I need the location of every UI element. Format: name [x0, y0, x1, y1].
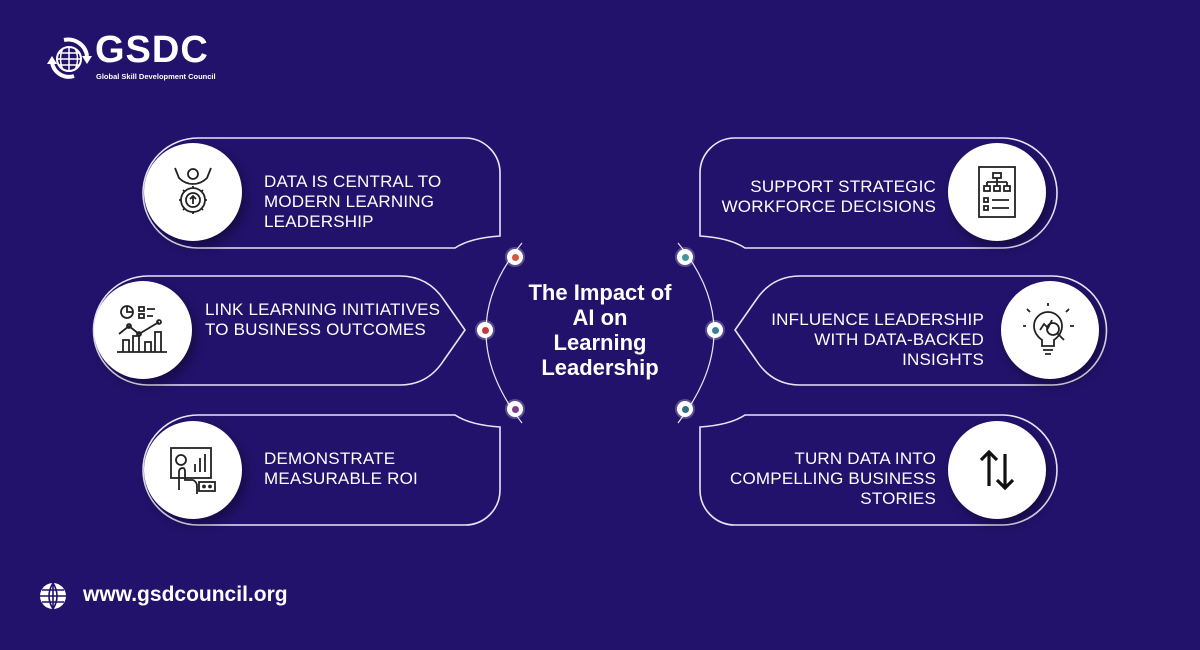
connector-dot-right-1 [677, 249, 693, 265]
left-item-2-label: Link learning initiatives to business ou… [205, 300, 441, 339]
left-item-3-label: Demonstrate measurable ROI [264, 449, 418, 488]
card-outline-5 [734, 275, 1108, 386]
website-link[interactable]: www.gsdcouncil.org [83, 583, 288, 606]
connector-dot-left-1 [507, 249, 523, 265]
connector-dot-right-3 [677, 401, 693, 417]
connector-dot-left-3 [507, 401, 523, 417]
gsdc-logo-globe-icon [47, 37, 92, 79]
card-outline-3 [142, 414, 501, 526]
card-outline-6 [699, 414, 1058, 526]
left-item-1-label: Data is central to modern learning leade… [264, 172, 442, 231]
right-item-2-label: Influence leadership with data-backed in… [771, 310, 984, 369]
card-outline-4 [699, 137, 1058, 249]
globe-icon [40, 582, 66, 610]
right-item-1-label: Support strategic workforce decisions [721, 177, 936, 216]
title-line: Leadership [541, 355, 659, 380]
org-chart-document-icon [948, 143, 1046, 241]
title-line: AI on [572, 305, 628, 330]
title-line: Learning [553, 330, 647, 355]
connector-dot-left-2 [477, 322, 493, 338]
logo-subtitle: Global Skill Development Council [96, 72, 216, 81]
connector-dot-right-2 [707, 322, 723, 338]
analytics-chart-icon [94, 281, 192, 379]
dashboard-touch-icon [144, 421, 242, 519]
person-gear-icon [144, 143, 242, 241]
center-title: The Impact of AI on Learning Leadership [500, 280, 700, 380]
title-line: The Impact of [528, 280, 672, 305]
logo-name: GSDC [95, 29, 209, 71]
right-item-3-label: Turn data into compelling business stori… [730, 449, 936, 508]
lightbulb-insight-icon [1001, 281, 1099, 379]
up-down-arrows-icon [948, 421, 1046, 519]
